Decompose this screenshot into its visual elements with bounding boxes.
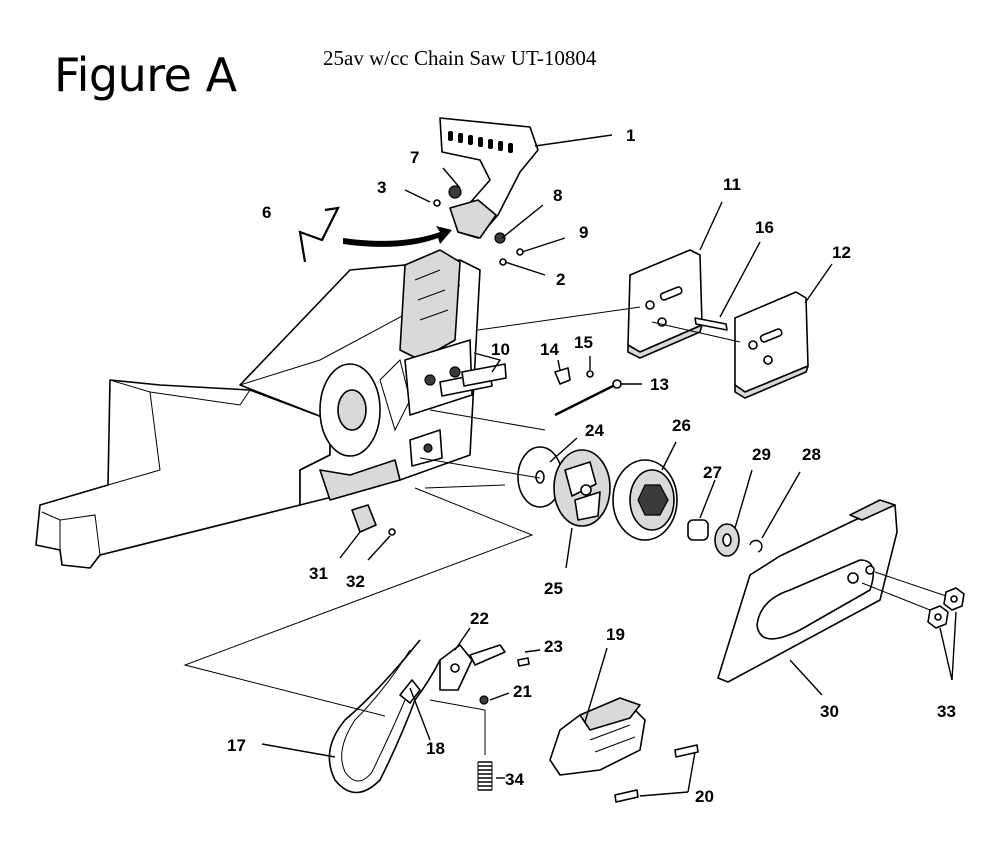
callout-26: 26 — [672, 416, 691, 435]
part-34-spring — [477, 761, 493, 791]
part-33-nuts — [927, 587, 965, 629]
part-28-clip — [749, 539, 763, 553]
callout-19: 19 — [606, 625, 625, 644]
callout-18: 18 — [426, 739, 445, 758]
callout-20: 20 — [695, 787, 714, 806]
callout-7: 7 — [410, 148, 419, 167]
callout-13: 13 — [650, 375, 669, 394]
callout-24: 24 — [585, 421, 604, 440]
callout-labels: 1 7 3 8 6 9 2 11 16 12 10 14 15 13 24 26… — [227, 126, 956, 806]
callout-32: 32 — [346, 572, 365, 591]
figure-title: Figure A — [54, 48, 237, 102]
callout-28: 28 — [802, 445, 821, 464]
callout-8: 8 — [553, 186, 562, 205]
part-3-clip — [433, 199, 441, 207]
part-21-screw — [479, 695, 489, 705]
callout-3: 3 — [377, 178, 386, 197]
part-22-brake-lever — [439, 644, 506, 691]
callout-17: 17 — [227, 736, 246, 755]
part-14-nut — [554, 367, 571, 385]
part-19-bracket — [549, 697, 646, 776]
callout-leader-lines — [261, 134, 957, 797]
callout-29: 29 — [752, 445, 771, 464]
chain-brake-handle — [439, 117, 539, 239]
outer-bar-plate — [627, 249, 703, 359]
callout-6: 6 — [262, 203, 271, 222]
assembly-guide-lines — [183, 306, 947, 755]
part-23-pin — [517, 657, 530, 667]
part-20-screw-b — [614, 789, 639, 803]
callout-21: 21 — [513, 682, 532, 701]
callout-22: 22 — [470, 609, 489, 628]
callout-31: 31 — [309, 564, 328, 583]
assembly-arrow — [343, 226, 452, 247]
bar-studs — [439, 363, 507, 397]
callout-16: 16 — [755, 218, 774, 237]
callout-12: 12 — [832, 243, 851, 262]
callout-27: 27 — [703, 463, 722, 482]
callout-9: 9 — [579, 223, 588, 242]
callout-23: 23 — [544, 637, 563, 656]
callout-1: 1 — [626, 126, 635, 145]
part-15-pin — [586, 370, 594, 378]
part-27-bearing — [687, 519, 709, 541]
callout-25: 25 — [544, 579, 563, 598]
saw-housing — [35, 249, 481, 569]
part-6-spring-wire — [298, 206, 340, 263]
part-16-screw — [694, 317, 728, 331]
callout-14: 14 — [540, 340, 559, 359]
part-26-drum-sprocket — [612, 459, 678, 541]
part-13-screw — [554, 383, 616, 417]
part-31-bushing — [351, 504, 377, 533]
callout-30: 30 — [820, 702, 839, 721]
inner-bar-plate — [734, 291, 809, 399]
callout-15: 15 — [574, 333, 593, 352]
part-30-sprocket-cover — [717, 499, 898, 683]
diagram-subtitle: 25av w/cc Chain Saw UT-10804 — [323, 46, 597, 70]
part-25-clutch — [553, 449, 611, 527]
callout-2: 2 — [556, 270, 565, 289]
part-20-screw-a — [674, 744, 699, 758]
part-32-screw — [388, 528, 396, 536]
callout-34: 34 — [505, 770, 524, 789]
callout-33: 33 — [937, 702, 956, 721]
callout-10: 10 — [491, 340, 510, 359]
part-8-washer — [494, 232, 506, 244]
part-7-nut — [448, 185, 462, 199]
callout-11: 11 — [723, 175, 741, 194]
